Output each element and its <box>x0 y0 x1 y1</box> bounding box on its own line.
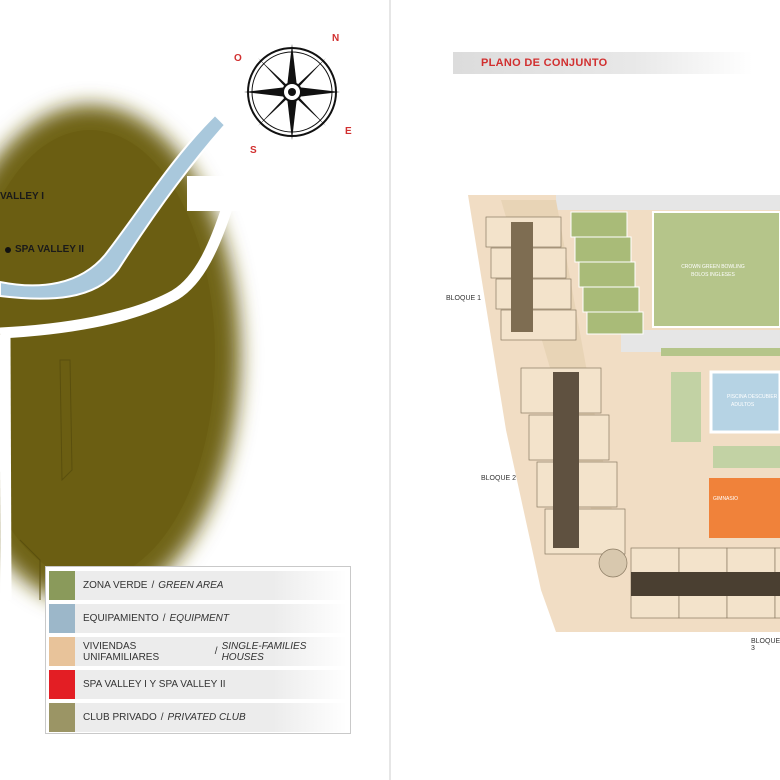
bloque-2-houses <box>520 367 626 555</box>
compass-rose-icon <box>244 44 340 140</box>
legend-item-spa-valley: SPA VALLEY I Y SPA VALLEY II <box>49 670 347 699</box>
gym-building <box>709 478 780 538</box>
bloque-1-label: BLOQUE 1 <box>446 295 482 302</box>
map-legend: ZONA VERDE / GREEN AREA EQUIPAMIENTO / E… <box>45 566 351 734</box>
gym-label: GIMNASIO <box>713 496 738 502</box>
spa-valley-1-label: VALLEY I <box>0 191 45 202</box>
legend-item-equipment: EQUIPAMIENTO / EQUIPMENT <box>49 604 347 633</box>
legend-swatch <box>49 670 75 699</box>
legend-label-en: PRIVATED CLUB <box>167 712 246 723</box>
plan-title: PLANO DE CONJUNTO <box>481 57 608 69</box>
legend-separator: / <box>160 712 164 723</box>
legend-label-es: SPA VALLEY I Y SPA VALLEY II <box>83 679 226 690</box>
legend-swatch <box>49 604 75 633</box>
road-branch <box>0 334 12 601</box>
roundabout <box>598 548 628 578</box>
pool-deck-loungers <box>671 372 780 468</box>
legend-label-es: VIVIENDAS UNIFAMILIARES <box>83 640 160 663</box>
outdoor-pool <box>709 370 780 434</box>
bowling-label-1: CROWN GREEN BOWLING <box>681 264 745 270</box>
compass-north-label: N <box>332 33 340 44</box>
legend-separator: / <box>151 580 155 591</box>
site-plan-page: PLANO DE CONJUNTO CROWN GREEN BOWLING BO… <box>391 0 780 780</box>
bloque-2-label: BLOQUE 2 <box>481 475 517 482</box>
pool-label-2: ADULTOS <box>731 402 755 408</box>
pool-label-1: PISCINA DESCUBIER <box>727 394 778 400</box>
compass-south-label: S <box>250 145 257 156</box>
green-strips <box>570 211 644 335</box>
bloque-3-label: BLOQUE 3 <box>751 638 780 652</box>
site-plan: CROWN GREEN BOWLING BOLOS INGLESES PISCI… <box>468 195 780 632</box>
compass-east-label: E <box>345 126 352 137</box>
bowling-label-2: BOLOS INGLESES <box>691 272 735 278</box>
bloque-1-houses <box>485 216 577 341</box>
legend-swatch <box>49 571 75 600</box>
compass-west-label: O <box>234 53 242 64</box>
bowling-green <box>652 211 780 328</box>
legend-swatch <box>49 703 75 732</box>
page-spine <box>389 0 391 780</box>
plan-title-bar <box>453 52 753 74</box>
legend-label-es: EQUIPAMIENTO <box>83 613 159 624</box>
legend-label-es: CLUB PRIVADO <box>83 712 157 723</box>
legend-label-en: EQUIPMENT <box>169 613 229 624</box>
map-inset-box <box>187 176 247 211</box>
legend-label-es: ZONA VERDE <box>83 580 148 591</box>
site-location-page: N O S E VALLEY I SPA VALLEY II ZONA VERD… <box>0 33 352 734</box>
location-map <box>0 44 340 605</box>
legend-item-private-club: CLUB PRIVADO / PRIVATED CLUB <box>49 703 347 732</box>
legend-separator: / <box>214 646 218 657</box>
spa-valley-2-marker <box>5 247 11 253</box>
legend-swatch <box>49 637 75 666</box>
legend-label-en: GREEN AREA <box>158 580 224 591</box>
river <box>0 113 227 300</box>
main-road <box>0 203 234 339</box>
legend-item-green-area: ZONA VERDE / GREEN AREA <box>49 571 347 600</box>
bloque-3-houses <box>630 547 780 619</box>
spa-valley-2-label: SPA VALLEY II <box>15 244 85 255</box>
legend-label-en: SINGLE-FAMILIES HOUSES <box>221 640 307 663</box>
legend-separator: / <box>162 613 166 624</box>
legend-item-single-family-houses: VIVIENDAS UNIFAMILIARES / SINGLE-FAMILIE… <box>49 637 347 666</box>
